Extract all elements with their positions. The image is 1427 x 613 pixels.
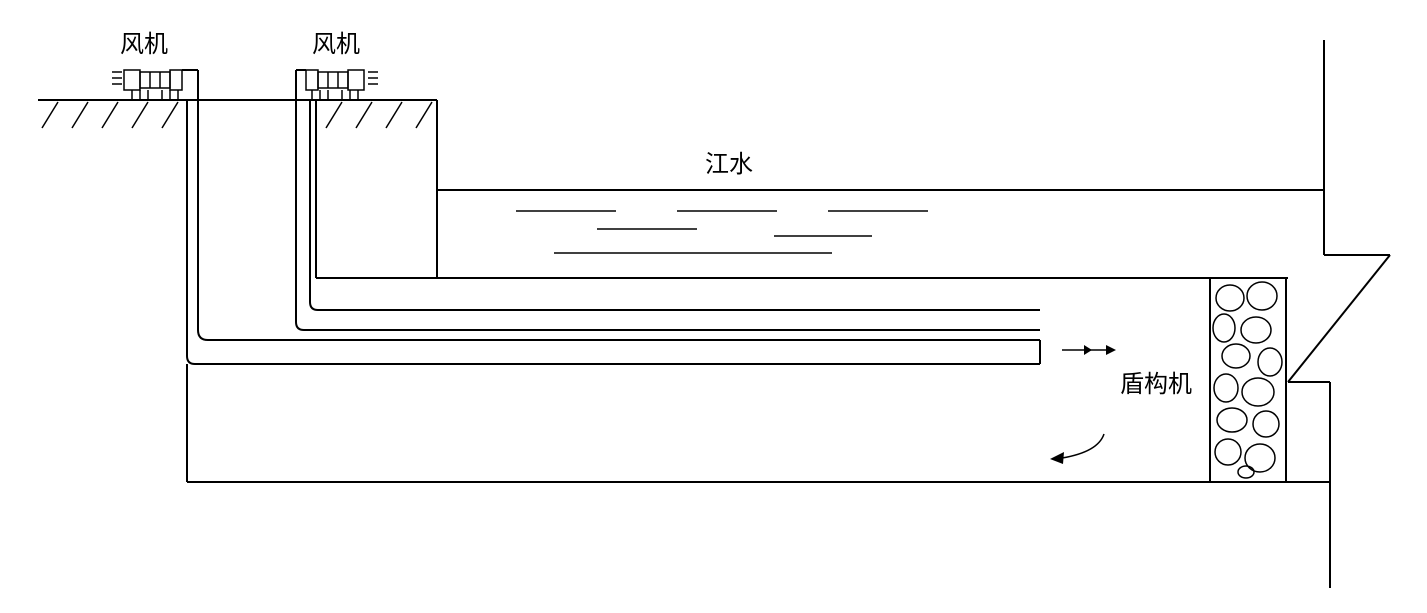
shield-label: 盾构机 bbox=[1120, 370, 1192, 398]
fan-right-stand bbox=[311, 90, 359, 100]
ground-hatching bbox=[41, 101, 433, 129]
fan-right-exhaust-icon bbox=[368, 71, 378, 85]
fan-left-exhaust-icon bbox=[112, 71, 122, 85]
duct-right bbox=[295, 69, 1040, 331]
river-water bbox=[516, 210, 928, 254]
fan-left-label: 风机 bbox=[120, 30, 168, 58]
fan-right: 风机 bbox=[305, 30, 378, 100]
river-label: 江水 bbox=[705, 150, 753, 178]
fan-right-label: 风机 bbox=[312, 30, 360, 58]
ground-surface bbox=[38, 99, 437, 129]
airflow-out-arrow-icon bbox=[1062, 345, 1116, 355]
airflow-return-arrow-icon bbox=[1050, 433, 1105, 464]
tunnel-structure bbox=[186, 40, 1391, 588]
duct-left bbox=[182, 69, 1041, 365]
shield-cutter-face bbox=[1209, 277, 1287, 483]
fan-left: 风机 bbox=[112, 30, 183, 100]
fan-left-stand bbox=[131, 90, 179, 100]
